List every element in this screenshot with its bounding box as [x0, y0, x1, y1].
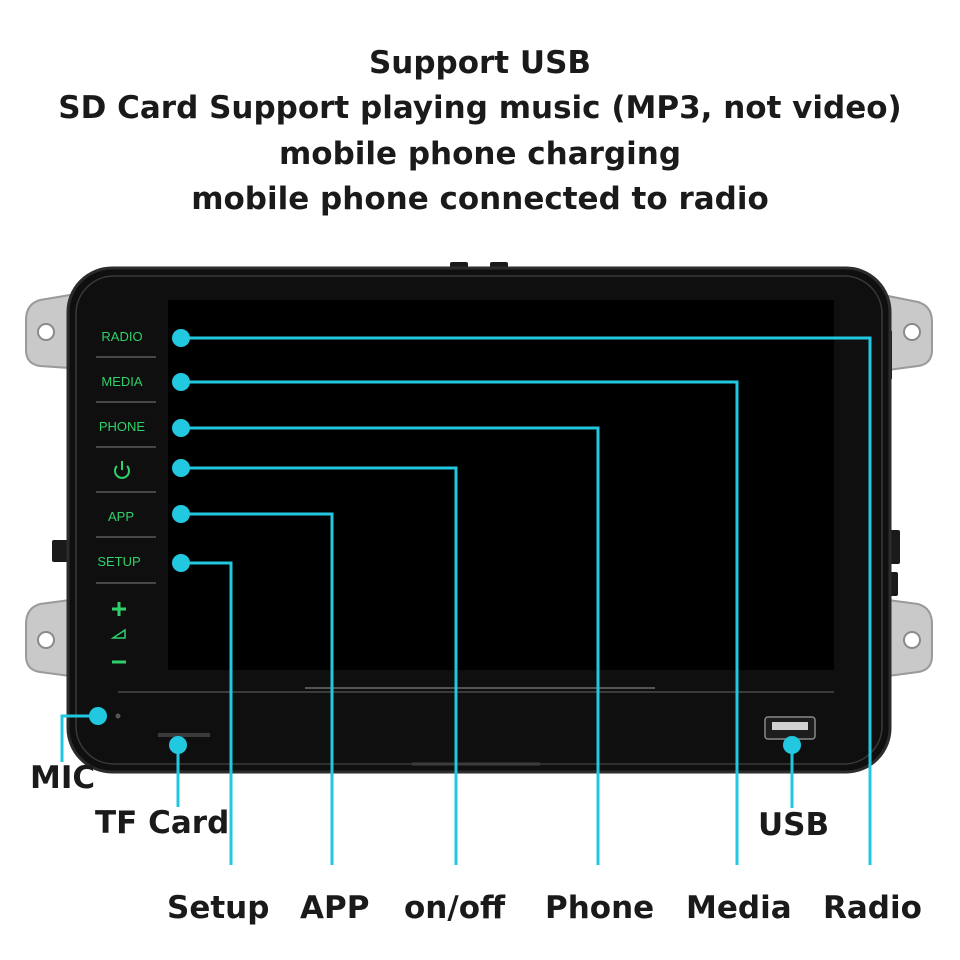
- mic-label: MIC: [30, 760, 96, 796]
- usb-port[interactable]: [764, 716, 816, 740]
- phone-label: Phone: [545, 890, 655, 926]
- radio-label: Radio: [823, 890, 922, 926]
- tf-card-slot: [158, 733, 210, 737]
- volume-up-icon[interactable]: [112, 602, 126, 616]
- media-label: Media: [686, 890, 792, 926]
- header-line-1: Support USB: [368, 45, 592, 81]
- side-button-panel: RADIO MEDIA PHONE APP SETUP: [96, 329, 156, 664]
- phone-button-label[interactable]: PHONE: [99, 419, 146, 434]
- tf-card-label: TF Card: [95, 805, 230, 841]
- header-line-2: SD Card Support playing music (MP3, not …: [58, 90, 902, 126]
- callout-dots: [89, 329, 801, 754]
- header-line-3: mobile phone charging: [278, 136, 682, 172]
- radio-button-label[interactable]: RADIO: [101, 329, 142, 344]
- touch-screen: [168, 300, 834, 670]
- usb-label: USB: [758, 807, 830, 843]
- app-button-label[interactable]: APP: [108, 509, 134, 524]
- setup-label: Setup: [167, 890, 270, 926]
- callout-lines: [60, 336, 872, 865]
- on-off-label: on/off: [404, 890, 506, 926]
- media-button-label[interactable]: MEDIA: [101, 374, 143, 389]
- header-line-4: mobile phone connected to radio: [191, 181, 769, 217]
- bracket-holes: [37, 323, 921, 649]
- app-label: APP: [300, 890, 370, 926]
- volume-icon: [110, 628, 126, 639]
- mic-hole: [115, 713, 121, 719]
- power-icon[interactable]: [114, 461, 130, 479]
- setup-button-label[interactable]: SETUP: [97, 554, 140, 569]
